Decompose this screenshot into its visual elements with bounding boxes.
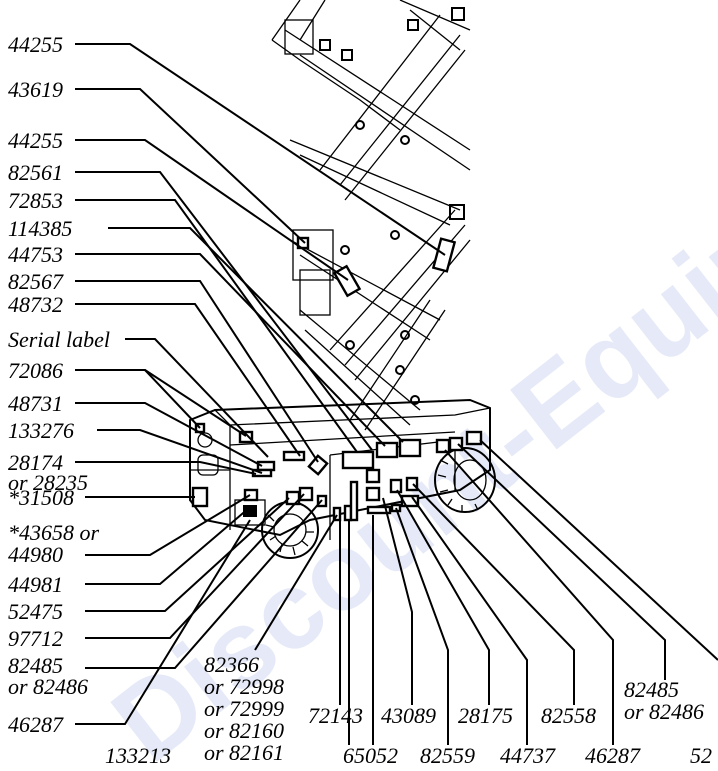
callout-72143: 72143 bbox=[308, 703, 363, 728]
callout-46287-left: 46287 bbox=[8, 712, 64, 737]
callout-28174: 28174 bbox=[8, 450, 63, 475]
callout-48731: 48731 bbox=[8, 391, 63, 416]
callout-43658: *43658 or bbox=[8, 520, 100, 545]
callout-82161: or 82161 bbox=[204, 740, 284, 765]
callout-82485-right-alt: or 82486 bbox=[624, 699, 704, 724]
callout-44255-top: 44255 bbox=[8, 32, 63, 57]
callout-28175: 28175 bbox=[458, 703, 513, 728]
callout-72086: 72086 bbox=[8, 358, 63, 383]
scissor-lift-drawing bbox=[189, 0, 496, 559]
callout-82485-right: 82485 bbox=[624, 677, 679, 702]
callout-44737: 44737 bbox=[500, 743, 556, 768]
callout-82559: 82559 bbox=[420, 743, 475, 768]
bottom-callout-labels: 133213 82366 or 72998 or 72999 or 82160 … bbox=[105, 652, 712, 768]
callout-82485-left: 82485 bbox=[8, 653, 63, 678]
callout-82558: 82558 bbox=[541, 703, 596, 728]
callout-97712: 97712 bbox=[8, 626, 63, 651]
callout-28174-alt: or 28235 bbox=[8, 470, 88, 495]
callout-44753: 44753 bbox=[8, 242, 63, 267]
callout-72998: or 72998 bbox=[204, 674, 284, 699]
callout-43089: 43089 bbox=[381, 703, 436, 728]
watermark: Discount-Equipment.com bbox=[90, 0, 718, 771]
callout-44255: 44255 bbox=[8, 128, 63, 153]
callout-114385: 114385 bbox=[8, 216, 72, 241]
callout-43619: 43619 bbox=[8, 77, 63, 102]
callout-52475: 52475 bbox=[8, 599, 63, 624]
callout-133276: 133276 bbox=[8, 418, 74, 443]
callout-65052: 65052 bbox=[343, 743, 398, 768]
callout-52-partial: 52 bbox=[690, 743, 712, 768]
callout-44981: 44981 bbox=[8, 572, 63, 597]
callout-133213: 133213 bbox=[105, 743, 171, 768]
svg-text:Discount-Equipment.com: Discount-Equipment.com bbox=[90, 0, 718, 771]
left-callout-labels: 44255 43619 44255 82561 72853 114385 447… bbox=[8, 32, 110, 737]
scissor-arms bbox=[271, 0, 471, 431]
callout-72999: or 72999 bbox=[204, 696, 284, 721]
callout-serial-label: Serial label bbox=[8, 327, 110, 352]
callout-46287-bottom: 46287 bbox=[585, 743, 641, 768]
callout-72853: 72853 bbox=[8, 188, 63, 213]
callout-82366: 82366 bbox=[204, 652, 259, 677]
callout-82561: 82561 bbox=[8, 160, 63, 185]
callout-48732: 48732 bbox=[8, 292, 63, 317]
callout-82485-left-alt: or 82486 bbox=[8, 674, 88, 699]
callout-31508: *31508 bbox=[8, 485, 74, 510]
decals bbox=[191, 236, 483, 522]
callout-82160: or 82160 bbox=[204, 718, 284, 743]
callout-82567: 82567 bbox=[8, 269, 64, 294]
leader-lines bbox=[75, 43, 718, 745]
callout-43658-alt: 44980 bbox=[8, 542, 63, 567]
